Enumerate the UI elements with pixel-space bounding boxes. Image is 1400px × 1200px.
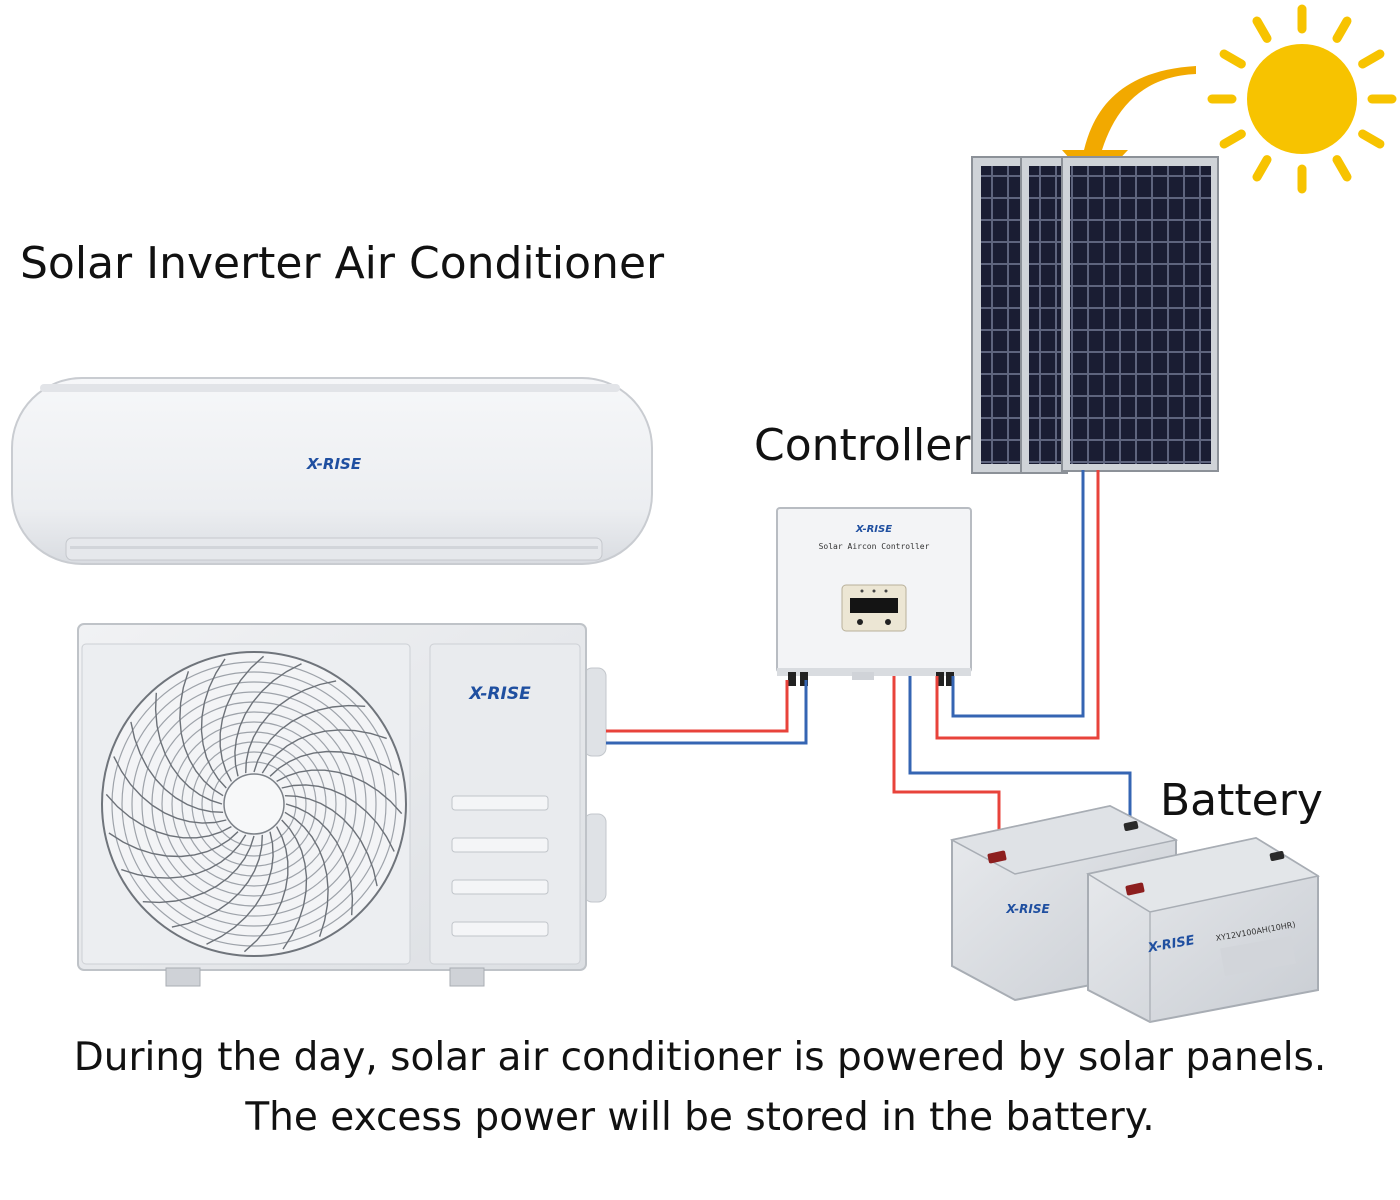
sun-ray [1219, 49, 1246, 69]
sun-ray [1358, 129, 1385, 149]
solar-panels [971, 156, 1219, 474]
diagram-title: Solar Inverter Air Conditioner [20, 238, 665, 289]
wire-ac-positive [606, 680, 789, 733]
fan-grille-icon [101, 651, 407, 957]
sun-ray [1358, 49, 1385, 69]
wiring [606, 470, 1132, 856]
wire-panel-negative [951, 470, 1085, 718]
outdoor-ac-unit: X-RISE [77, 623, 607, 987]
battery-back-brand-logo: X-RISE [1005, 902, 1050, 916]
sun-ray [1252, 155, 1272, 182]
battery-front: X-RISE XY12V100AH(10HR) [1086, 836, 1320, 1024]
sun-ray [1219, 129, 1246, 149]
outdoor-brand-logo: X-RISE [468, 684, 531, 704]
controller-label: Controller [754, 420, 971, 471]
wire-ac-negative [606, 680, 808, 745]
solar-panel-front [1061, 156, 1219, 472]
caption-line-2: The excess power will be stored in the b… [245, 1095, 1155, 1140]
sun-ray [1332, 155, 1352, 182]
wire-battery-negative [908, 676, 1132, 826]
sun-ray [1332, 16, 1352, 43]
sun-icon [1207, 4, 1397, 194]
caption: During the day, solar air conditioner is… [0, 1028, 1400, 1148]
indoor-brand-logo: X-RISE [306, 455, 362, 473]
wire-panel-positive [935, 470, 1100, 740]
controller-device-text: Solar Aircon Controller [819, 542, 930, 551]
caption-line-1: During the day, solar air conditioner is… [73, 1035, 1327, 1080]
solar-controller-device: X-RISE Solar Aircon Controller [776, 507, 972, 686]
wire-battery-positive [892, 676, 1001, 856]
indoor-ac-unit: X-RISE [11, 377, 653, 565]
battery-label: Battery [1160, 775, 1323, 826]
controller-display [850, 598, 898, 613]
sun-ray [1252, 16, 1272, 43]
outdoor-vent-slots [451, 795, 549, 937]
solar-panel-middle [1020, 156, 1068, 474]
controller-brand-logo: X-RISE [855, 524, 892, 535]
